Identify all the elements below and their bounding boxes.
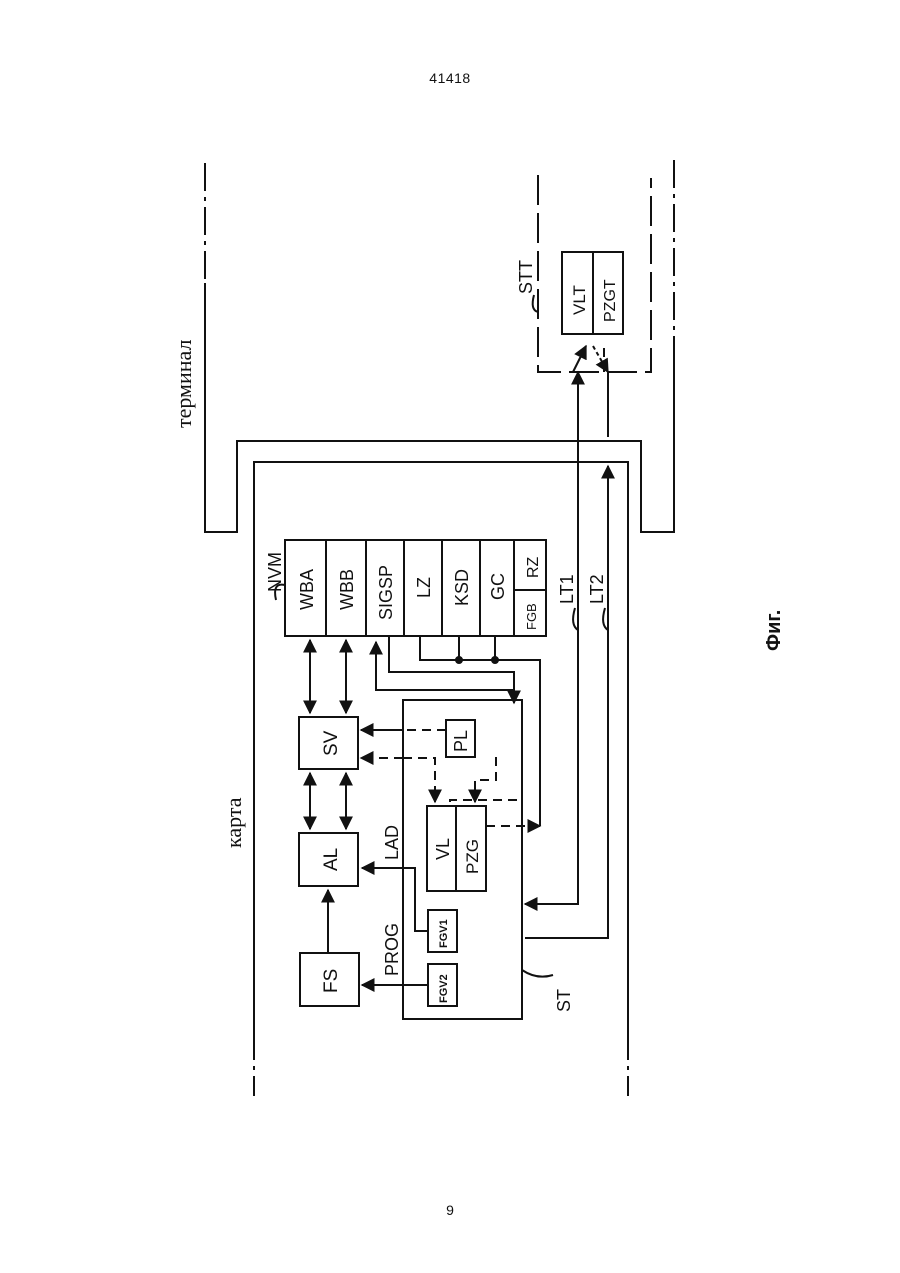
lt1-label: LT1 — [557, 574, 577, 604]
page-number: 9 — [0, 1202, 900, 1218]
pzgt-label: PZGT — [602, 279, 619, 322]
prog-label: PROG — [382, 923, 402, 976]
nvm-cell-lz: LZ — [414, 577, 434, 598]
nvm-cell-ksd: KSD — [452, 569, 472, 606]
nvm-cell-gc: GC — [488, 573, 508, 600]
terminal-label: терминал — [171, 340, 196, 428]
st-label: ST — [554, 989, 574, 1012]
terminal-housing — [205, 160, 674, 532]
pzg-label: PZG — [463, 839, 482, 874]
nvm-cell-sigsp: SIGSP — [376, 565, 396, 620]
st-leader — [522, 970, 553, 977]
nvm-label: NVM — [265, 552, 285, 592]
sv-label: SV — [321, 730, 342, 756]
nvm-cell-fgb: FGB — [524, 603, 539, 630]
vlt-label: VLT — [570, 285, 589, 315]
nvm-cell-rz: RZ — [525, 556, 542, 578]
nvm-cell-wbb: WBB — [337, 569, 357, 610]
card-label: карта — [221, 797, 246, 848]
stt-bracket — [538, 175, 651, 372]
nvm-cell-wba: WBA — [297, 569, 317, 610]
figure-label: Фиг. — [763, 610, 785, 651]
pl-label: PL — [451, 730, 471, 752]
vl-label: VL — [433, 838, 453, 860]
connections — [310, 372, 608, 985]
al-label: AL — [321, 848, 342, 871]
fs-label: FS — [321, 969, 342, 993]
lt2-label: LT2 — [587, 574, 607, 604]
fgv2-label: FGV2 — [438, 974, 450, 1003]
lad-label: LAD — [382, 825, 402, 860]
fgv1-label: FGV1 — [438, 919, 450, 948]
stt-label: STT — [516, 260, 536, 294]
